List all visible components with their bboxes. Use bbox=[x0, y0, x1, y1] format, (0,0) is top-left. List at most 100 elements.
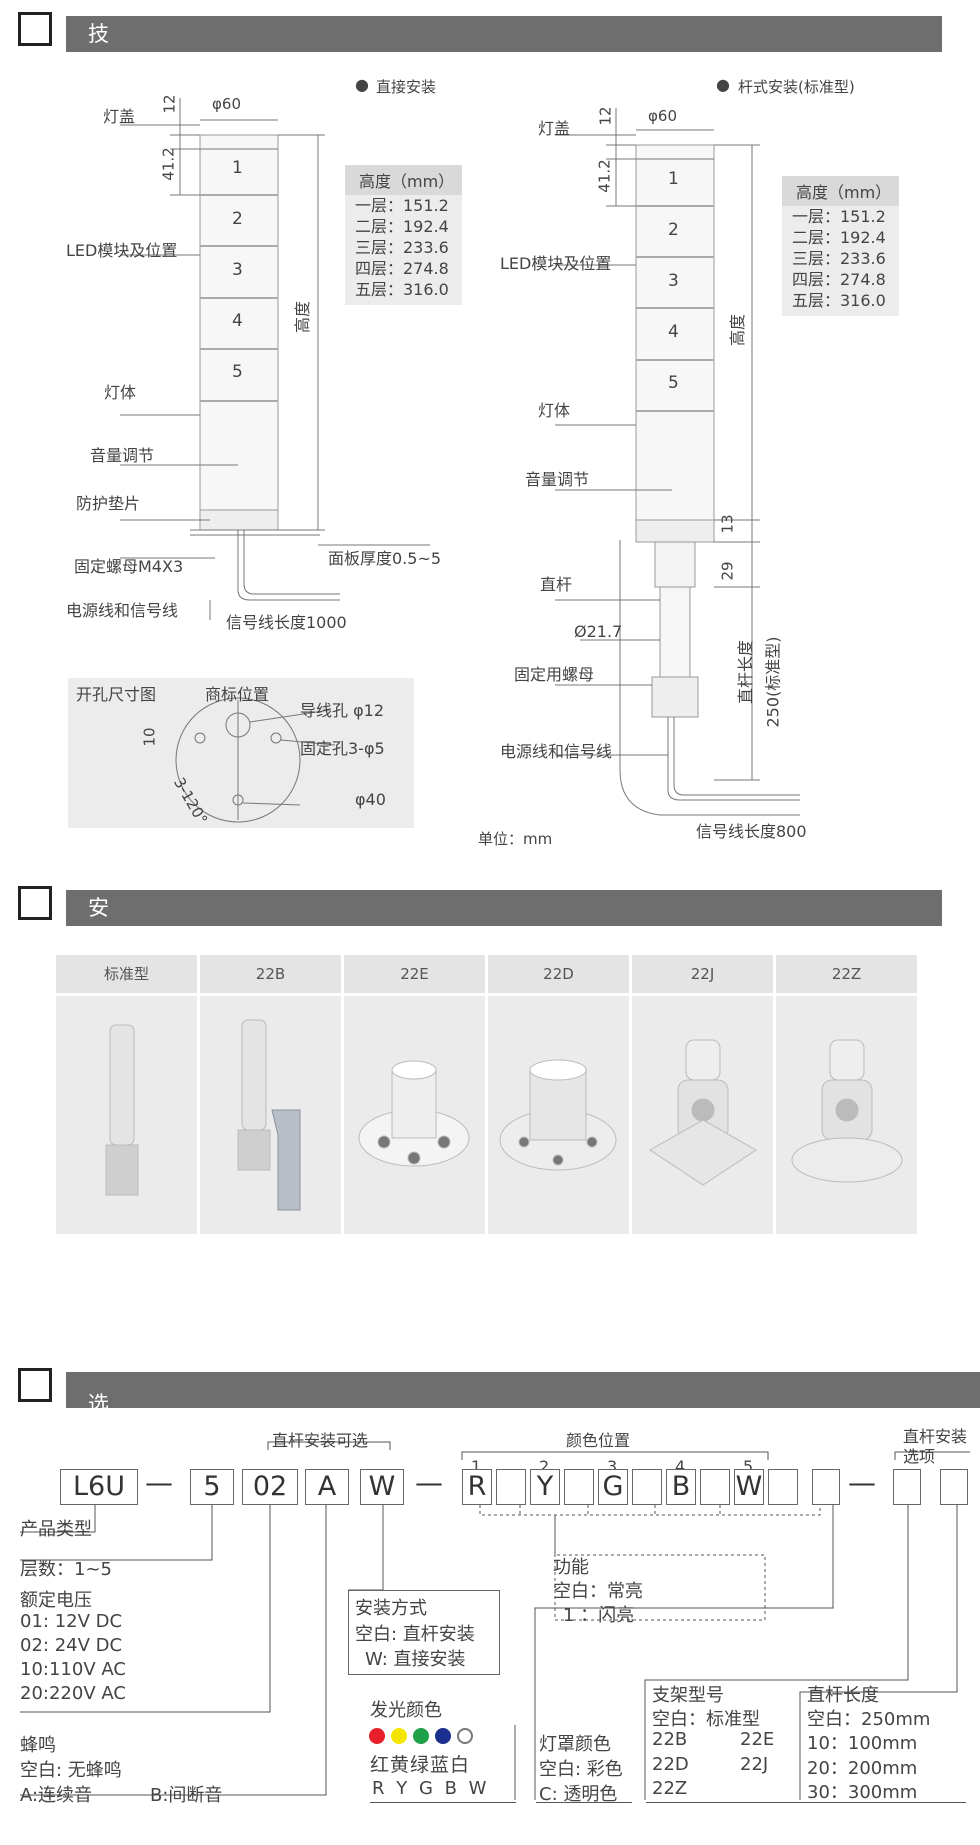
buzzer-b: B:间断音 bbox=[150, 1785, 223, 1806]
dim-29: 29 bbox=[718, 561, 737, 581]
install-title: 安装方式 bbox=[355, 1598, 427, 1619]
bracket-image-22b bbox=[200, 996, 341, 1234]
code-buzzer: A bbox=[305, 1469, 349, 1505]
func-1: 1 ：闪亮 bbox=[563, 1605, 635, 1626]
code-dash: — bbox=[415, 1466, 443, 1499]
layer-number: 1 bbox=[668, 169, 679, 189]
layer-number: 2 bbox=[232, 209, 243, 229]
red-dot-icon bbox=[369, 1727, 385, 1744]
spec-row: 四层：274.8 bbox=[355, 259, 449, 278]
layer-number: 2 bbox=[668, 220, 679, 240]
code-dash: — bbox=[848, 1466, 876, 1499]
code-color-5: W bbox=[734, 1469, 764, 1505]
label-logo-pos: 商标位置 bbox=[205, 685, 270, 704]
dot-bullet-icon: ● bbox=[355, 75, 369, 94]
label-pole-len: 直杆长度 bbox=[736, 639, 756, 705]
color-position-number: 3 bbox=[607, 1457, 618, 1476]
color-position-number: 1 bbox=[471, 1457, 482, 1476]
code-func-3 bbox=[632, 1469, 662, 1505]
voltage-row: 02: 24V DC bbox=[20, 1635, 123, 1656]
header-bar bbox=[66, 1372, 980, 1408]
led-color-codes: R Y G B W bbox=[372, 1778, 490, 1799]
code-color-3: G bbox=[598, 1469, 628, 1505]
buzzer-title: 蜂鸣 bbox=[20, 1735, 56, 1756]
height-spec-box: 高度（mm） 一层：151.2 二层：192.4 三层：233.6 四层：274… bbox=[782, 176, 899, 316]
spec-row: 五层：316.0 bbox=[792, 291, 886, 310]
label-cap: 灯盖 bbox=[538, 119, 571, 138]
code-color-4: B bbox=[666, 1469, 696, 1505]
tech-drawing bbox=[120, 98, 800, 823]
code-func-1 bbox=[496, 1469, 526, 1505]
header-bar bbox=[66, 890, 942, 926]
voltage-title: 额定电压 bbox=[20, 1590, 92, 1611]
dim-250: 250(标准型) bbox=[763, 636, 783, 728]
spec-row: 五层：316.0 bbox=[355, 280, 449, 299]
layer-number: 5 bbox=[668, 373, 679, 393]
green-dot-icon bbox=[413, 1727, 429, 1744]
code-pole-length bbox=[940, 1469, 968, 1505]
bracket-col-header: 22D bbox=[488, 955, 629, 993]
label-volume: 音量调节 bbox=[525, 470, 590, 489]
spec-head: 高度（mm） bbox=[782, 176, 899, 206]
label-pad: 防护垫片 bbox=[76, 494, 141, 513]
label-fix-hole: 固定孔3-φ5 bbox=[300, 739, 385, 758]
bracket-col-header: 标准型 bbox=[56, 955, 197, 993]
label-height: 高度 bbox=[728, 313, 748, 347]
bracket-row: 22E bbox=[740, 1729, 775, 1750]
product-type: 产品类型 bbox=[20, 1519, 92, 1540]
label-led: LED模块及位置 bbox=[66, 241, 178, 260]
voltage-row: 20:220V AC bbox=[20, 1683, 126, 1704]
spec-row: 一层：151.2 bbox=[355, 196, 449, 215]
code-color-2: Y bbox=[530, 1469, 560, 1505]
spec-row: 一层：151.2 bbox=[792, 207, 886, 226]
layer-number: 3 bbox=[232, 260, 243, 280]
label-color-pos: 颜色位置 bbox=[566, 1431, 631, 1450]
label-wire-hole: 导线孔 φ12 bbox=[300, 701, 385, 720]
dim-13: 13 bbox=[718, 514, 737, 534]
install-method-box: 安装方式 空白: 直杆安装 W: 直接安装 bbox=[348, 1590, 500, 1675]
cover-c: C: 透明色 bbox=[539, 1784, 618, 1805]
dim-41-2: 41.2 bbox=[159, 147, 178, 181]
divider bbox=[646, 1802, 966, 1803]
layer-number: 3 bbox=[668, 271, 679, 291]
label-fix-nut: 固定用螺母 bbox=[514, 665, 595, 684]
dim-phi60: φ60 bbox=[212, 95, 241, 113]
label-panel: 面板厚度0.5~5 bbox=[328, 549, 442, 568]
square-icon bbox=[18, 886, 52, 920]
white-dot-icon bbox=[457, 1727, 473, 1744]
bracket-row: 22J bbox=[740, 1754, 769, 1775]
hole-title: 开孔尺寸图 bbox=[76, 685, 157, 704]
led-color-dots bbox=[369, 1725, 509, 1745]
layers-desc: 层数：1~5 bbox=[20, 1559, 112, 1580]
pole-len-row: 30：300mm bbox=[807, 1782, 918, 1803]
code-cover bbox=[812, 1469, 840, 1505]
label-body: 灯体 bbox=[538, 401, 571, 420]
bracket-col-header: 22B bbox=[200, 955, 341, 993]
func-title: 功能 bbox=[553, 1557, 589, 1578]
label-cap: 灯盖 bbox=[103, 107, 136, 126]
color-position-number: 4 bbox=[675, 1457, 686, 1476]
unit-label: 单位：mm bbox=[478, 830, 553, 848]
func-blank: 空白：常亮 bbox=[553, 1581, 643, 1602]
dim-10: 10 bbox=[140, 727, 159, 747]
cover-title: 灯罩颜色 bbox=[539, 1734, 611, 1755]
led-color-names: 红黄绿蓝白 bbox=[370, 1754, 471, 1776]
bracket-col-header: 22E bbox=[344, 955, 485, 993]
bracket-col-header: 22Z bbox=[776, 955, 917, 993]
label-pole-install-opt: 直杆安装选项 bbox=[903, 1427, 968, 1466]
bracket-std: 空白：标准型 bbox=[652, 1709, 760, 1730]
layer-number: 5 bbox=[232, 362, 243, 382]
color-position-number: 2 bbox=[539, 1457, 550, 1476]
bracket-row: 22Z bbox=[652, 1778, 688, 1799]
divider bbox=[536, 1802, 632, 1803]
direct-install-title: 直接安装 bbox=[376, 78, 437, 96]
code-product: L6U bbox=[60, 1469, 138, 1505]
voltage-row: 01: 12V DC bbox=[20, 1611, 123, 1632]
layer-number: 1 bbox=[232, 158, 243, 178]
pole-install-title: 杆式安装(标准型) bbox=[738, 78, 855, 96]
label-pole: 直杆 bbox=[540, 575, 573, 594]
led-color-title: 发光颜色 bbox=[370, 1700, 442, 1721]
buzzer-a: A:连续音 bbox=[20, 1785, 93, 1806]
code-func-5 bbox=[768, 1469, 798, 1505]
label-phi40: φ40 bbox=[355, 790, 386, 809]
